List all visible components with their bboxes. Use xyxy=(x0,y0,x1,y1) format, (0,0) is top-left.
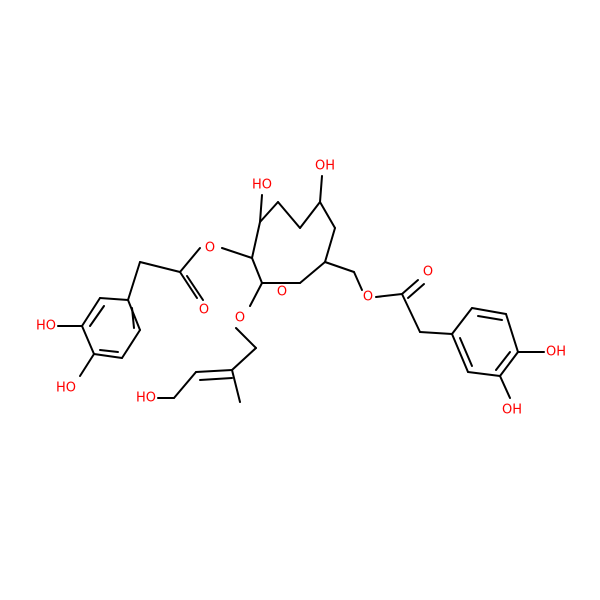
bond xyxy=(99,297,129,301)
bond xyxy=(407,283,425,299)
hydroxyl-label: HO xyxy=(252,178,272,193)
ester-oxygen-label: O xyxy=(205,241,215,256)
hydroxyl-label: HO xyxy=(56,381,76,396)
bond xyxy=(505,313,519,353)
bond xyxy=(127,261,141,301)
bond xyxy=(499,375,511,399)
ester-oxygen-label: O xyxy=(363,290,373,305)
ring-oxygen-label: O xyxy=(277,285,287,300)
bond xyxy=(319,201,336,229)
bond xyxy=(467,371,501,377)
bond xyxy=(401,279,419,295)
bond xyxy=(299,261,326,284)
bond xyxy=(79,353,95,377)
bond xyxy=(419,331,453,335)
bond xyxy=(277,201,301,229)
bond xyxy=(131,307,135,329)
bond xyxy=(121,329,141,359)
bond xyxy=(199,377,233,381)
bond xyxy=(353,271,363,291)
bond xyxy=(259,201,279,223)
bond xyxy=(221,247,253,259)
bond xyxy=(173,371,197,399)
carbonyl-oxygen-label: O xyxy=(199,303,209,318)
hydroxyl-label: OH xyxy=(315,159,335,174)
bond xyxy=(186,275,204,301)
bond xyxy=(299,201,321,229)
bond xyxy=(401,293,421,333)
bond xyxy=(249,282,263,307)
hydroxyl-label: HO xyxy=(36,319,56,334)
bond xyxy=(179,247,201,273)
bond xyxy=(127,299,141,331)
hydroxyl-label: OH xyxy=(502,403,522,418)
bond xyxy=(195,369,233,373)
bond xyxy=(89,305,105,327)
bond xyxy=(251,221,261,259)
bond xyxy=(495,351,511,371)
bond xyxy=(459,337,473,367)
bond xyxy=(179,271,198,299)
bond xyxy=(259,194,263,223)
atom-labels: HO OH O O O O O O HO HO HO OH OH xyxy=(36,159,566,418)
bond xyxy=(324,261,355,273)
hydroxyl-label: HO xyxy=(136,391,156,406)
bond xyxy=(451,307,473,335)
bond xyxy=(324,227,336,263)
bond xyxy=(81,325,95,355)
bond xyxy=(375,293,403,298)
bond xyxy=(499,351,519,377)
bond xyxy=(93,353,123,359)
bond xyxy=(235,327,257,349)
glycoside-oxygen-label: O xyxy=(235,311,245,326)
bond xyxy=(251,257,263,284)
bond xyxy=(451,333,469,373)
hydroxyl-label: OH xyxy=(546,345,566,360)
bond xyxy=(81,297,101,327)
bond xyxy=(471,307,507,315)
bond xyxy=(231,347,257,371)
bond xyxy=(231,369,241,403)
bond xyxy=(99,349,119,353)
bond xyxy=(319,175,323,203)
bonds xyxy=(57,175,545,403)
carbonyl-oxygen-label: O xyxy=(423,265,433,280)
bond xyxy=(139,261,181,273)
bond xyxy=(477,315,503,321)
